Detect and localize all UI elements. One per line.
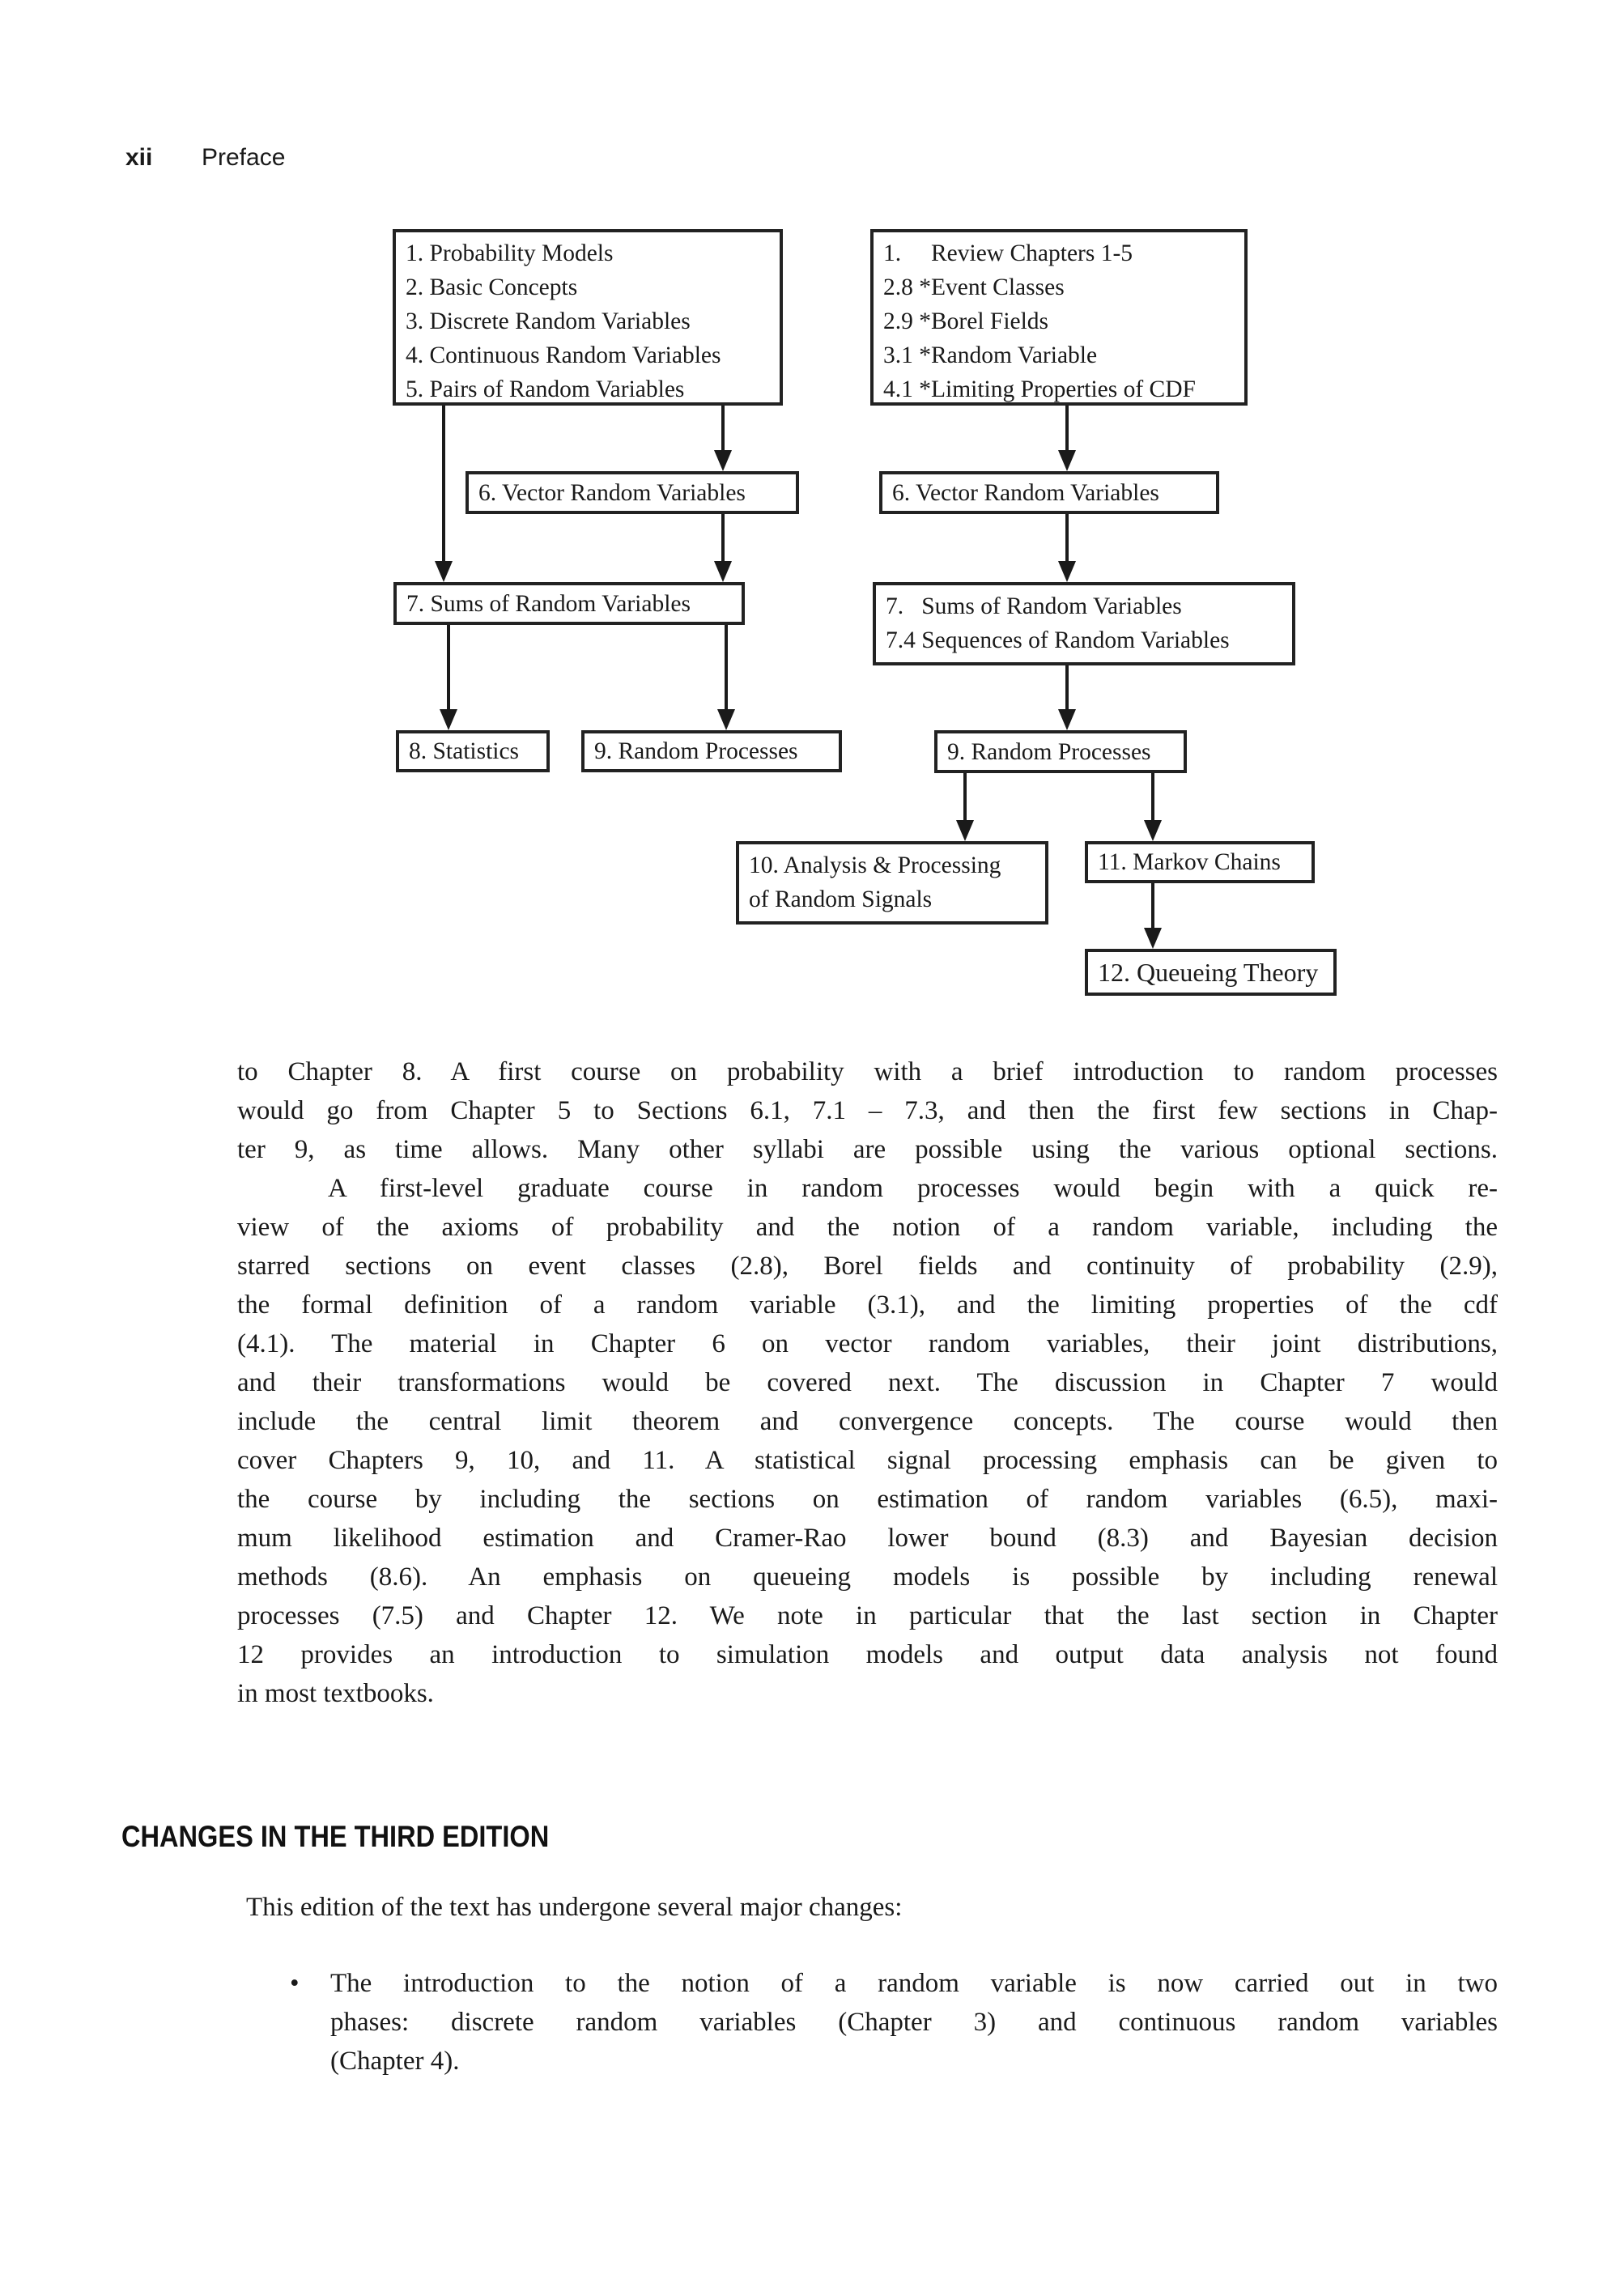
- text-line: the formal definition of a random variab…: [237, 1290, 1498, 1320]
- diagram-box-review-chapters: 1. Review Chapters 1-5 2.8 *Event Classes…: [870, 229, 1248, 406]
- section-heading-changes-third-edition: CHANGES IN THE THIRD EDITION: [121, 1820, 550, 1853]
- page-header: xii Preface: [125, 144, 285, 172]
- text-line: The introduction to the notion of a rand…: [330, 1969, 1498, 1998]
- paragraph-course-outline: to Chapter 8. A first course on probabil…: [237, 1052, 1498, 1169]
- diagram-box-chapters-1-5: 1. Probability Models 2. Basic Concepts 3.…: [393, 229, 783, 406]
- text-line: processes (7.5) and Chapter 12. We note …: [237, 1601, 1498, 1630]
- box-label: 6. Vector Random Variables: [478, 479, 746, 506]
- box-label: 9. Random Processes: [594, 738, 798, 764]
- text-line: 5. Pairs of Random Variables: [406, 376, 685, 402]
- section-intro-text: This edition of the text has undergone s…: [246, 1893, 903, 1922]
- text-line: to Chapter 8. A first course on probabil…: [237, 1057, 1498, 1086]
- diagram-box-sums-left: 7. Sums of Random Variables: [393, 582, 745, 625]
- text-line: 4. Continuous Random Variables: [406, 342, 721, 368]
- box-label: 7. Sums of Random Variables: [406, 590, 691, 617]
- page-number: xii: [125, 144, 153, 171]
- diagram-connector-arrows: [435, 406, 1162, 949]
- diagram-box-sums-sequences-right: 7. Sums of Random Variables 7.4 Sequences…: [873, 582, 1295, 665]
- diagram-box-analysis-processing: 10. Analysis & Processing of Random Signa…: [736, 841, 1048, 925]
- text-line: mum likelihood estimation and Cramer-Rao…: [237, 1524, 1498, 1553]
- diagram-box-random-processes-left: 9. Random Processes: [581, 730, 842, 772]
- text-line: 7.4 Sequences of Random Variables: [886, 627, 1230, 653]
- diagram-box-vector-random-variables-left: 6. Vector Random Variables: [466, 471, 799, 514]
- diagram-box-queueing-theory: 12. Queueing Theory: [1085, 949, 1337, 996]
- text-line: 3.1 *Random Variable: [883, 342, 1098, 368]
- text-line: A first-level graduate course in random …: [328, 1174, 1498, 1203]
- text-line: 2. Basic Concepts: [406, 274, 578, 300]
- text-line: 2.9 *Borel Fields: [883, 308, 1049, 334]
- text-line: 3. Discrete Random Variables: [406, 308, 691, 334]
- box-label: 9. Random Processes: [947, 738, 1151, 765]
- text-line: the course by including the sections on …: [237, 1485, 1498, 1514]
- box-label: 6. Vector Random Variables: [892, 479, 1159, 506]
- diagram-box-statistics: 8. Statistics: [396, 730, 550, 772]
- text-line: view of the axioms of probability and th…: [237, 1213, 1498, 1242]
- text-line: starred sections on event classes (2.8),…: [237, 1252, 1498, 1281]
- text-line: and their transformations would be cover…: [237, 1368, 1498, 1397]
- text-line: phases: discrete random variables (Chapt…: [330, 2008, 1498, 2037]
- diagram-box-vector-random-variables-right: 6. Vector Random Variables: [879, 471, 1219, 514]
- text-line: in most textbooks.: [237, 1679, 434, 1708]
- bullet-item-text: The introduction to the notion of a rand…: [330, 1964, 1498, 2081]
- text-line: (Chapter 4).: [330, 2047, 460, 2076]
- text-line: cover Chapters 9, 10, and 11. A statisti…: [237, 1446, 1498, 1475]
- bullet-marker: •: [290, 1969, 300, 1998]
- text-line: methods (8.6). An emphasis on queueing m…: [237, 1562, 1498, 1592]
- text-line: 10. Analysis & Processing: [749, 852, 1001, 878]
- text-line: 7. Sums of Random Variables: [886, 593, 1182, 619]
- text-line: would go from Chapter 5 to Sections 6.1,…: [237, 1096, 1498, 1125]
- text-line: 4.1 *Limiting Properties of CDF: [883, 376, 1196, 402]
- text-line: include the central limit theorem and co…: [237, 1407, 1498, 1436]
- box-label: 8. Statistics: [409, 738, 520, 764]
- chapter-flow-diagram: 1. Probability Models 2. Basic Concepts 3.…: [0, 0, 1624, 1044]
- box-label: 11. Markov Chains: [1098, 849, 1281, 875]
- text-line: 12 provides an introduction to simulatio…: [237, 1640, 1498, 1669]
- text-line: (4.1). The material in Chapter 6 on vect…: [237, 1329, 1498, 1358]
- text-line: of Random Signals: [749, 886, 933, 912]
- diagram-box-random-processes-right: 9. Random Processes: [934, 730, 1187, 773]
- text-line: 1. Review Chapters 1-5: [883, 240, 1133, 266]
- text-line: 1. Probability Models: [406, 240, 614, 266]
- box-label: 12. Queueing Theory: [1098, 958, 1319, 987]
- text-line: 2.8 *Event Classes: [883, 274, 1065, 300]
- page-title: Preface: [202, 144, 286, 171]
- paragraph-graduate-course: A first-level graduate course in random …: [237, 1169, 1498, 1713]
- text-line: ter 9, as time allows. Many other syllab…: [237, 1135, 1498, 1164]
- diagram-box-markov-chains: 11. Markov Chains: [1085, 841, 1315, 883]
